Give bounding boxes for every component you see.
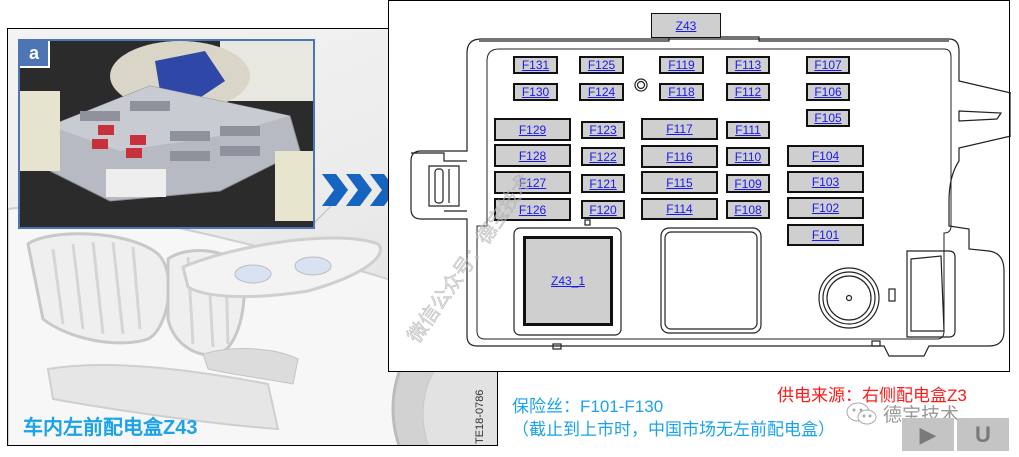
fuse-f129[interactable]: F129 — [494, 118, 571, 141]
fuse-label: F126 — [518, 202, 547, 217]
fuse-f113[interactable]: F113 — [726, 56, 770, 74]
wechat-icon — [846, 402, 877, 424]
fuse-label: F117 — [666, 122, 693, 136]
fuse-label: F123 — [589, 123, 617, 137]
fuse-f110[interactable]: F110 — [726, 147, 770, 166]
fuse-f111[interactable]: F111 — [726, 121, 770, 139]
fuse-label: F111 — [735, 123, 761, 137]
fuse-label: F101 — [811, 228, 840, 242]
fuse-label: F113 — [734, 58, 762, 72]
fuse-label: F130 — [521, 85, 550, 99]
fuse-f107[interactable]: F107 — [806, 56, 850, 74]
fuse-f125[interactable]: F125 — [579, 56, 624, 74]
fuse-f117[interactable]: F117 — [641, 118, 718, 140]
fuse-label: F106 — [814, 85, 842, 99]
inset-label: a — [20, 41, 50, 68]
fuse-f109[interactable]: F109 — [726, 174, 770, 193]
car-front-illustration — [8, 188, 497, 445]
fuse-f128[interactable]: F128 — [494, 144, 571, 167]
fuse-f112[interactable]: F112 — [726, 83, 770, 101]
fuse-label: F115 — [666, 175, 693, 190]
fuse-f103[interactable]: F103 — [787, 171, 864, 193]
power-source-caption: 供电来源：右侧配电盒Z3 — [777, 386, 967, 405]
fuse-label: F102 — [811, 201, 840, 215]
fuse-label: F103 — [811, 175, 840, 189]
fuse-f120[interactable]: F120 — [581, 200, 625, 219]
fuse-box-photo-graphic — [20, 41, 313, 227]
fuse-label: F107 — [814, 58, 842, 72]
fuse-label: F114 — [666, 202, 693, 216]
fuse-range-caption: 保险丝：F101-F130 — [512, 397, 664, 416]
fuse-label: F127 — [518, 175, 547, 190]
fuse-f105[interactable]: F105 — [806, 109, 850, 127]
fuse-f106[interactable]: F106 — [806, 83, 850, 101]
fuse-f119[interactable]: F119 — [659, 56, 704, 74]
fuse-label: F116 — [666, 149, 693, 164]
fuse-f114[interactable]: F114 — [641, 198, 718, 220]
fuse-label: F129 — [518, 122, 547, 137]
fuse-label: F104 — [811, 149, 840, 163]
figure-code: TE18-0786 — [474, 389, 486, 444]
fuse-label: F109 — [734, 176, 762, 191]
fuse-label: F125 — [587, 58, 616, 72]
z43-label-text: Z43 — [675, 18, 697, 33]
play-button[interactable]: ▶ — [902, 418, 954, 451]
fuse-label: F105 — [814, 111, 842, 125]
fuse-f108[interactable]: F108 — [726, 200, 770, 219]
fuse-f127[interactable]: F127 — [494, 171, 571, 194]
fuse-f126[interactable]: F126 — [494, 198, 571, 221]
fuse-label: F108 — [734, 202, 762, 217]
location-caption: 车内左前配电盒Z43 — [23, 417, 198, 439]
fuse-f101[interactable]: F101 — [787, 224, 864, 246]
fuse-f115[interactable]: F115 — [641, 171, 718, 194]
fuse-label: F124 — [587, 85, 616, 99]
fuse-f104[interactable]: F104 — [787, 145, 864, 167]
fuse-label: F122 — [589, 149, 617, 164]
fuse-f123[interactable]: F123 — [581, 121, 625, 139]
fuse-box-photo: a — [18, 39, 315, 229]
return-button[interactable]: U — [957, 418, 1009, 451]
fuse-label: F118 — [668, 85, 695, 99]
return-icon: U — [975, 421, 991, 447]
fuse-f130[interactable]: F130 — [513, 83, 558, 101]
fuse-label: F110 — [734, 149, 762, 164]
fuse-label: F128 — [518, 148, 547, 163]
relay-label: Z43_1 — [550, 274, 586, 288]
fuse-label: F121 — [589, 176, 617, 191]
fuse-f124[interactable]: F124 — [579, 83, 624, 101]
play-icon: ▶ — [919, 421, 937, 447]
fuse-f118[interactable]: F118 — [659, 83, 704, 101]
fuse-label: F119 — [668, 58, 695, 72]
market-note-caption: （截止到上市时，中国市场无左前配电盒） — [512, 420, 835, 439]
fuse-f121[interactable]: F121 — [581, 174, 625, 193]
fuse-f131[interactable]: F131 — [513, 56, 558, 74]
fuse-f122[interactable]: F122 — [581, 147, 625, 166]
relay-z43-1[interactable]: Z43_1 — [523, 236, 613, 326]
fuse-f102[interactable]: F102 — [787, 197, 864, 219]
fuse-label: F120 — [589, 202, 617, 217]
fuse-label: F131 — [521, 58, 550, 72]
fuse-f116[interactable]: F116 — [641, 145, 718, 168]
fuse-label: F112 — [734, 85, 762, 99]
z43-fuse-box-label[interactable]: Z43 — [651, 13, 721, 38]
